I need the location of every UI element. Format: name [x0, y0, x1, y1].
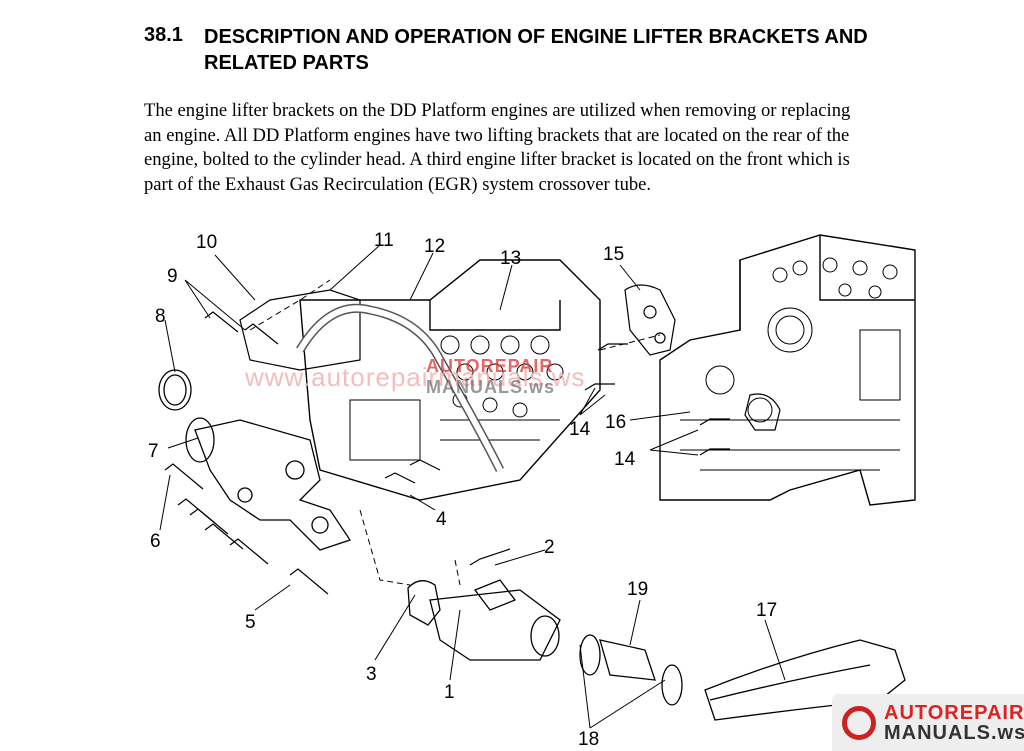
callout-label: 9: [167, 266, 178, 287]
engine-block-rear-view: [239, 259, 601, 501]
egr-housing-bracket: [158, 369, 352, 551]
corner-logo: AUTOREPAIR MANUALS.ws: [832, 694, 1024, 751]
paragraph-line: The engine lifter brackets on the DD Pla…: [144, 100, 851, 121]
paragraph-line: part of the Exhaust Gas Recirculation (E…: [144, 173, 652, 195]
lifter-bracket-plate: [624, 284, 781, 431]
section-number: 38.1: [144, 24, 183, 46]
logo-mark-icon: [842, 706, 876, 740]
callout-label: 10: [196, 232, 217, 253]
callout-leader-lines: [159, 244, 786, 729]
section-title-line-1: DESCRIPTION AND OPERATION OF ENGINE LIFT…: [204, 26, 868, 48]
callout-label: 13: [500, 248, 521, 269]
section-title-line-2: RELATED PARTS: [204, 52, 369, 74]
callout-label: 2: [544, 537, 555, 558]
section-title: DESCRIPTION AND OPERATION OF ENGINE LIFT…: [204, 24, 964, 76]
callout-label: 14: [614, 449, 636, 470]
watermark-brand-line-2: MANUALS.ws: [426, 377, 556, 397]
callout-label: 16: [605, 412, 626, 433]
callout-label: 4: [436, 509, 447, 530]
callout-label: 8: [155, 306, 166, 327]
corner-logo-line-2: MANUALS.ws: [884, 722, 1024, 744]
callout-label: 14: [569, 419, 591, 440]
bolts: [164, 311, 730, 595]
watermark-brand-line-1: AUTOREPAIR: [426, 356, 554, 376]
callout-label: 18: [578, 729, 599, 750]
egr-crossover-tube-assembly: [407, 579, 906, 721]
paragraph-line: engine, bolted to the cylinder head. A t…: [144, 149, 850, 170]
callout-label: 1: [444, 682, 455, 703]
callout-label: 6: [150, 531, 161, 552]
watermark-logo: AUTOREPAIR MANUALS.ws: [426, 356, 555, 398]
callout-label: 7: [148, 441, 159, 462]
callout-labels: 1 2 3 4 5 6 7 8 9 10 11 12 13 14 14 15 1…: [148, 230, 777, 750]
callout-label: 15: [603, 244, 624, 265]
callout-label: 17: [756, 600, 777, 621]
callout-label: 3: [366, 664, 377, 685]
callout-label: 12: [424, 236, 445, 257]
callout-label: 11: [374, 230, 394, 251]
callout-label: 19: [627, 579, 648, 600]
corner-logo-line-1: AUTOREPAIR: [884, 702, 1024, 724]
paragraph-line: an engine. All DD Platform engines have …: [144, 124, 850, 146]
description-paragraph: The engine lifter brackets on the DD Pla…: [144, 99, 924, 197]
watermark-url: www.autorepairmanuals.ws: [245, 362, 586, 392]
assembly-guide-lines: [249, 279, 661, 586]
engine-block-front-view: [659, 234, 916, 506]
callout-label: 5: [245, 612, 256, 633]
